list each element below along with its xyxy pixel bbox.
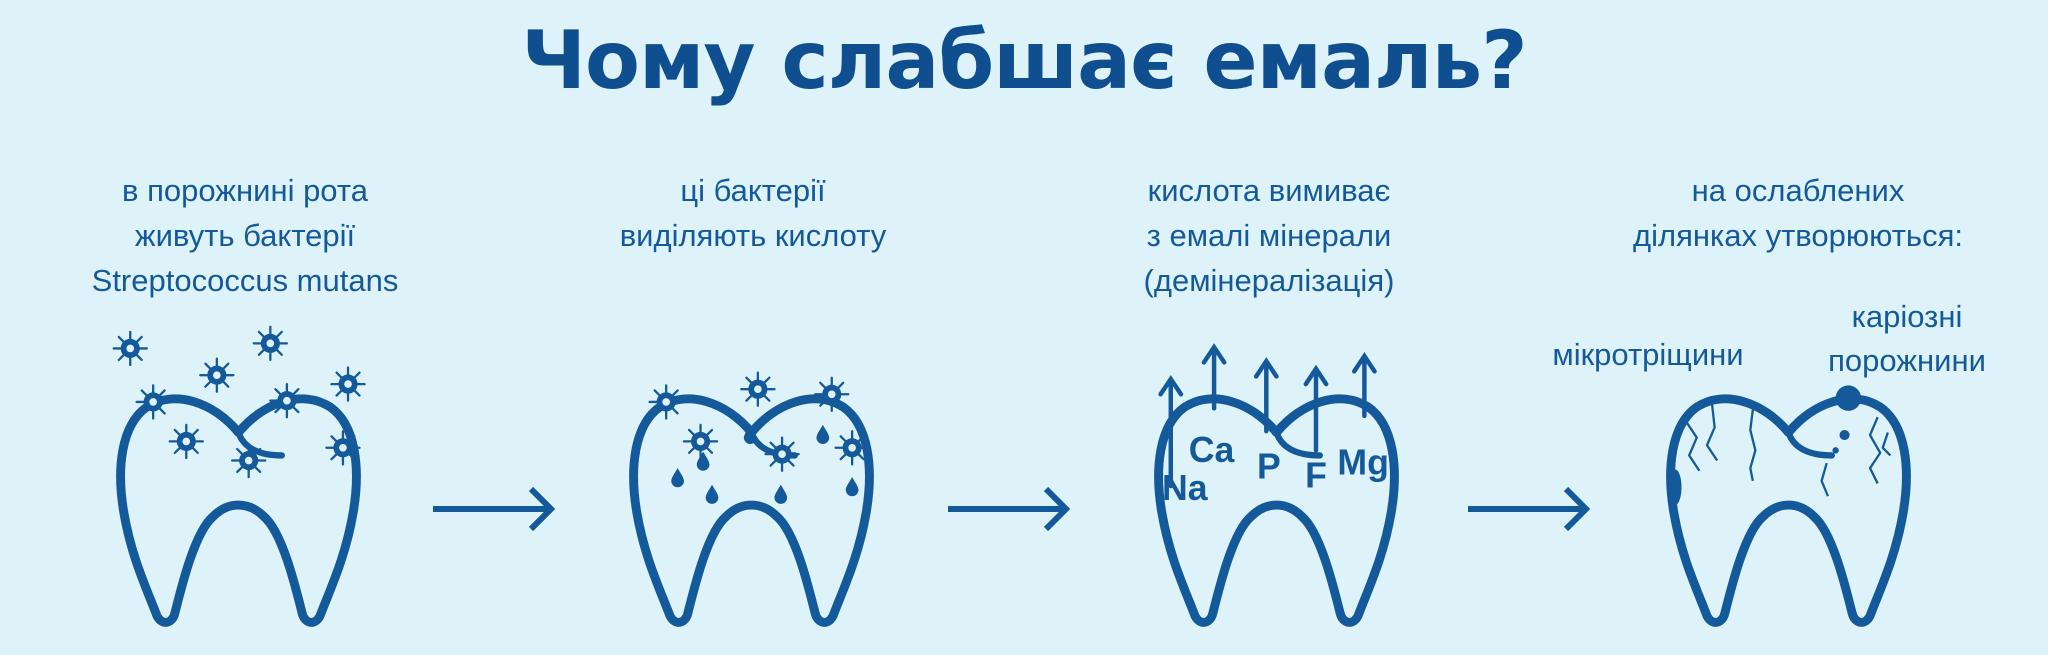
bacteria-icon <box>325 430 361 466</box>
bacteria-icon <box>199 357 235 393</box>
arrow-up-icon <box>1201 343 1227 411</box>
bacteria-icon <box>135 384 171 420</box>
arrow-right-icon <box>433 486 556 532</box>
bacteria-icon <box>648 384 684 420</box>
acid-drop-icon <box>845 477 859 497</box>
acid-drop-icon <box>705 484 719 504</box>
bacteria-icon <box>112 330 148 367</box>
caption-line: з емалі мінерали <box>1146 218 1392 253</box>
step-3-caption: кислота вимиває з емалі мінерали (деміне… <box>1059 168 1479 303</box>
bacteria-icon <box>269 382 305 419</box>
caries-label-line2: порожнини <box>1828 343 1986 378</box>
mineral-p: P <box>1257 446 1281 486</box>
page-title: Чому слабшає емаль? <box>521 14 1527 107</box>
caption-line: ці бактерії <box>680 173 826 208</box>
tooth-icon-damaged <box>1661 385 1916 621</box>
bacteria-icon <box>740 371 776 407</box>
acid-drop-icon <box>816 424 830 444</box>
arrow-up-icon <box>1351 352 1377 419</box>
acid-drop-icon <box>774 484 788 504</box>
bacteria-icon <box>330 366 366 402</box>
microcracks <box>1685 404 1892 497</box>
caries-spot <box>1832 447 1839 454</box>
mineral-f: F <box>1305 455 1327 495</box>
caption-line: живуть бактерії <box>134 218 356 253</box>
tooth-icon-bacteria <box>112 325 366 623</box>
acid-drop-icon <box>671 468 684 488</box>
arrow-right-icon <box>1468 486 1591 532</box>
step-1-caption: в порожнині рота живуть бактерії Strepto… <box>35 168 455 303</box>
tooth-icon <box>121 399 357 623</box>
caries-label-line1: каріозні <box>1851 299 1963 334</box>
bacteria-icon <box>764 436 800 472</box>
caries-spot <box>1839 429 1850 441</box>
mineral-na: Na <box>1162 468 1209 508</box>
caries-spot <box>1835 385 1862 411</box>
mineral-mg: Mg <box>1337 443 1388 483</box>
mineral-ca: Ca <box>1189 430 1236 470</box>
caries-spot <box>1668 469 1682 506</box>
arrow-up-icon <box>1303 364 1329 453</box>
bacteria-icon <box>814 376 850 412</box>
microcracks-label: мікротріщини <box>1552 337 1744 372</box>
tooth-icon-acid <box>624 371 879 621</box>
arrow-right-icon <box>948 486 1071 532</box>
step-4-caption: на ослаблених ділянках утворюються: <box>1588 168 2008 258</box>
caption-line: ділянках утворюються: <box>1633 218 1963 253</box>
caption-line: виділяють кислоту <box>619 218 887 253</box>
caption-line: (демінералізація) <box>1143 263 1395 298</box>
arrow-up-icon <box>1253 357 1279 434</box>
bacteria-icon <box>252 325 289 362</box>
bacteria-icon <box>230 442 267 479</box>
bacteria-icon <box>834 430 870 466</box>
bacteria-icon <box>168 423 204 460</box>
caption-line: на ослаблених <box>1691 173 1905 208</box>
step-2-caption: ці бактерії виділяють кислоту <box>543 168 963 258</box>
caption-line: кислота вимиває <box>1147 173 1391 208</box>
arrow-up-icon <box>1158 374 1184 489</box>
acid-drop-icon <box>696 451 710 471</box>
bacteria-icon <box>682 423 719 460</box>
caption-line: в порожнині рота <box>122 173 368 208</box>
tooth-icon-demineralization: Na Ca P F Mg <box>1149 343 1404 621</box>
caption-line: Streptococcus mutans <box>91 263 399 298</box>
